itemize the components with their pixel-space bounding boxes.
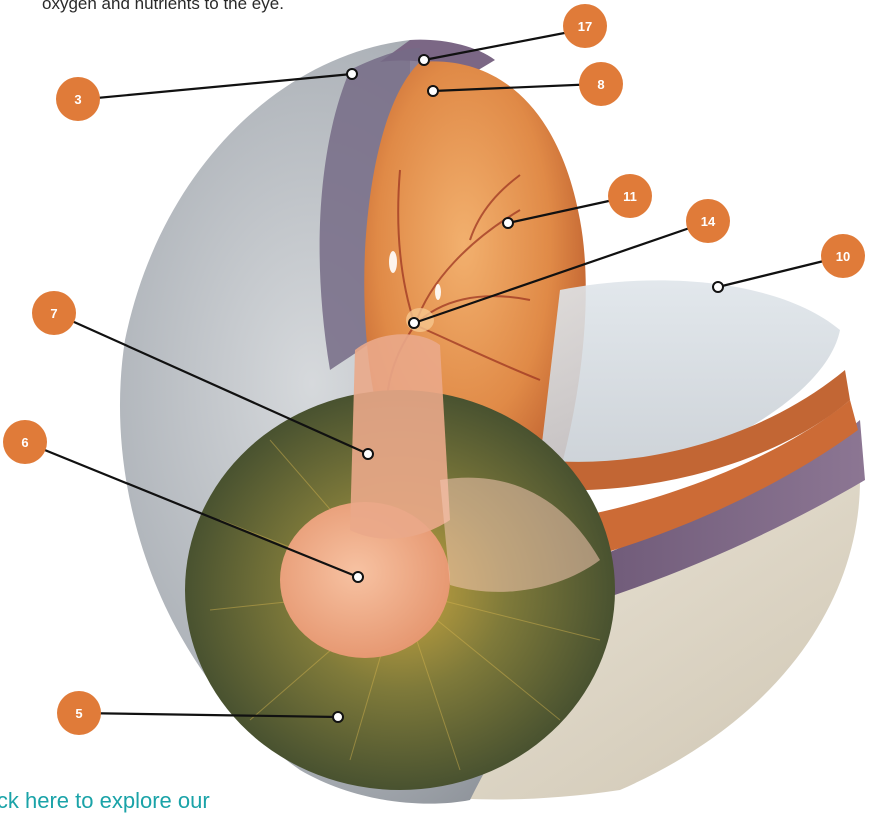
svg-text:8: 8 xyxy=(597,77,604,92)
highlight xyxy=(389,251,397,273)
label-badge-17[interactable]: 17 xyxy=(563,4,607,48)
label-badge-8[interactable]: 8 xyxy=(579,62,623,106)
label-badge-7[interactable]: 7 xyxy=(32,291,76,335)
label-badge-3[interactable]: 3 xyxy=(56,77,100,121)
svg-text:14: 14 xyxy=(701,214,716,229)
label-badge-6[interactable]: 6 xyxy=(3,420,47,464)
svg-text:11: 11 xyxy=(623,189,637,204)
highlight xyxy=(435,284,441,300)
svg-text:10: 10 xyxy=(836,249,850,264)
ciliary-body xyxy=(350,334,450,538)
svg-text:17: 17 xyxy=(578,19,592,34)
label-badge-14[interactable]: 14 xyxy=(686,199,730,243)
label-badge-10[interactable]: 10 xyxy=(821,234,865,278)
svg-text:7: 7 xyxy=(50,306,57,321)
svg-text:3: 3 xyxy=(74,92,81,107)
svg-text:5: 5 xyxy=(75,706,82,721)
label-badge-5[interactable]: 5 xyxy=(57,691,101,735)
svg-text:6: 6 xyxy=(21,435,28,450)
label-badge-11[interactable]: 11 xyxy=(608,174,652,218)
explore-link[interactable]: ick here to explore our xyxy=(0,788,210,814)
